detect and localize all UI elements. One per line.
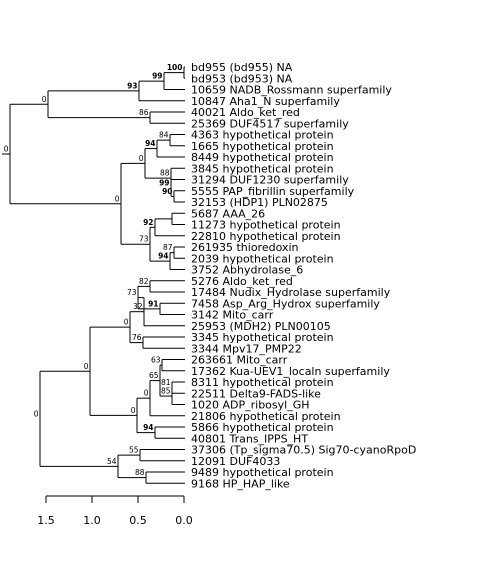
leaf-label: 7458 Asp_Arg_Hydrox superfamily	[191, 297, 380, 310]
leaf-label: 22810 hypothetical protein	[191, 230, 341, 243]
support-value: 0	[4, 145, 9, 154]
support-value: 94	[158, 252, 168, 261]
leaf-label: 31294 DUF1230 superfamily	[191, 174, 349, 187]
leaf-label: bd953 (bd953) NA	[191, 72, 293, 85]
leaf-label: 1020 ADP_ribosyl_GH	[191, 399, 310, 412]
support-value: 73	[139, 235, 149, 244]
leaf-label: 3752 Abhydrolase_6	[191, 264, 303, 277]
support-value: 81	[161, 378, 171, 387]
support-value: 82	[139, 277, 149, 286]
leaf-label: 25369 DUF4517 superfamily	[191, 117, 349, 130]
axis-tick-label: 0.0	[175, 514, 193, 527]
support-value: 0	[42, 95, 47, 104]
leaf-label: 9489 hypothetical protein	[191, 466, 334, 479]
leaf-label: 5555 PAP_fibrillin superfamily	[191, 185, 355, 198]
support-value: 0	[131, 406, 136, 415]
support-value: 94	[143, 423, 153, 432]
leaf-label: 12091 DUF4033	[191, 455, 280, 468]
support-value: 0	[124, 318, 129, 327]
tree-branches	[2, 66, 185, 484]
support-value: 91	[148, 299, 158, 308]
leaf-label: 10659 NADB_Rossmann superfamily	[191, 84, 392, 97]
support-value: 54	[107, 457, 117, 466]
support-value: 87	[163, 243, 173, 252]
leaf-label: 1665 hypothetical protein	[191, 140, 334, 153]
distance-axis: 1.5 1.0 0.5 0.0	[37, 495, 193, 527]
leaf-label: 3142 Mito_carr	[191, 309, 274, 322]
leaf-label: 5276 Aldo_ket_red	[191, 275, 293, 288]
support-value: 0	[144, 389, 149, 398]
leaf-label: 40021 Aldo_ket_red	[191, 106, 300, 119]
leaf-label: 10847 Aha1_N superfamily	[191, 95, 340, 108]
support-value: 88	[160, 169, 170, 178]
support-value: 0	[84, 362, 89, 371]
leaf-label: 5687 AAA_26	[191, 207, 265, 220]
support-value: 76	[132, 333, 142, 342]
support-value: 85	[161, 387, 171, 396]
leaf-label: 25953 (MDH2) PLN00105	[191, 320, 331, 333]
support-value: 65	[149, 371, 159, 380]
leaf-label: 5866 hypothetical protein	[191, 421, 334, 434]
axis-tick-label: 1.0	[83, 514, 101, 527]
leaf-label: 8311 hypothetical protein	[191, 376, 334, 389]
leaf-label: 17484 Nudix_Hydrolase superfamily	[191, 286, 391, 299]
support-value: 63	[151, 356, 161, 365]
leaf-label: 2039 hypothetical protein	[191, 252, 334, 265]
support-value: 55	[129, 446, 139, 455]
support-value: 99	[159, 178, 169, 187]
axis-tick-label: 1.5	[37, 514, 55, 527]
leaf-label: 21806 hypothetical protein	[191, 410, 341, 423]
support-value: 0	[34, 409, 39, 418]
support-value: 100	[167, 63, 183, 72]
support-value: 0	[139, 154, 144, 163]
support-values: 1009993860849490998809287947300829173327…	[4, 63, 183, 477]
leaf-label: 17362 Kua-UEV1_localn superfamily	[191, 365, 390, 378]
leaf-label: bd955 (bd955) NA	[191, 61, 293, 74]
support-value: 88	[135, 468, 145, 477]
support-value: 99	[152, 72, 162, 81]
support-value: 92	[143, 218, 153, 227]
support-value: 94	[145, 139, 155, 148]
leaf-label: 8449 hypothetical protein	[191, 151, 334, 164]
leaf-label: 3344 Mpv17_PMP22	[191, 342, 302, 355]
support-value: 93	[127, 81, 137, 90]
leaf-label: 3345 hypothetical protein	[191, 331, 334, 344]
leaf-label: 40801 Trans_IPPS_HT	[191, 432, 308, 445]
leaf-label: 9168 HP_HAP_like	[191, 477, 290, 490]
support-value: 0	[115, 194, 120, 203]
axis-tick-label: 0.5	[129, 514, 147, 527]
leaf-label: 3845 hypothetical protein	[191, 162, 334, 175]
leaf-label: 37306 (Tp_sigma70.5) Sig70-cyanoRpoD	[191, 444, 416, 457]
support-value: 86	[139, 108, 149, 117]
leaf-label: 11273 hypothetical protein	[191, 219, 341, 232]
leaf-label: 4363 hypothetical protein	[191, 129, 334, 142]
support-value: 73	[127, 288, 137, 297]
support-value: 32	[133, 302, 143, 311]
support-value: 90	[162, 187, 172, 196]
support-value: 84	[159, 131, 169, 140]
leaf-label: 32153 (HDP1) PLN02875	[191, 196, 328, 209]
leaf-label: 261935 thioredoxin	[191, 241, 299, 254]
leaf-label: 263661 Mito_carr	[191, 354, 288, 367]
leaf-label: 22511 Delta9-FADS-like	[191, 387, 321, 400]
